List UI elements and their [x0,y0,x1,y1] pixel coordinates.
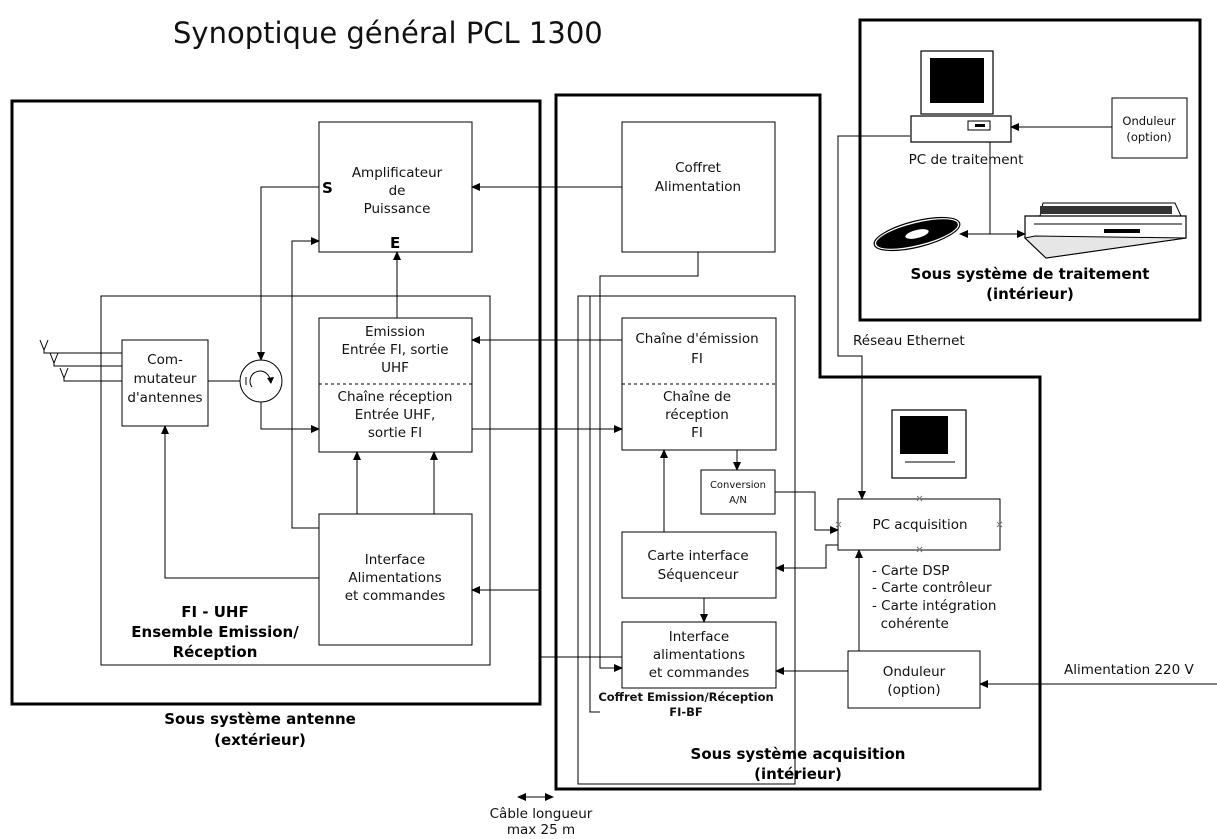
sequencer-card-label-1: Carte interface [647,548,748,564]
acquisition-subsystem-label-2: (intérieur) [754,765,842,783]
antenna-power-interface-label-1: Interface [365,552,425,568]
enclosure-group-frame [577,295,796,785]
fi-uhf-label-3: Réception [173,643,258,661]
amplifier-label-3: Puissance [364,201,431,217]
reception-chain-label-1: Chaîne de [663,389,731,405]
reception-label-3: sortie FI [368,425,422,441]
antenna-power-interface-block [318,513,473,646]
antenna-power-interface-label-3: et commandes [345,588,446,604]
fi-uhf-label-2: Ensemble Emission/ [131,623,299,641]
reception-label-2: Entrée UHF, [355,407,436,423]
tape-reel-icon [873,216,961,252]
antenna-icons [39,339,122,382]
antenna-switch-label-1: Com- [147,352,183,368]
cable-label-1: Câble longueur [490,806,593,822]
acquisition-ups-label-2: (option) [887,682,940,698]
processing-ups-label-2: (option) [1126,130,1171,144]
printer-icon [1023,202,1187,259]
diagram-title: Synoptique général PCL 1300 [173,16,603,50]
card-coherent: cohérente [872,616,949,632]
acquisition-ups-block [847,650,981,709]
card-integration: - Carte intégration [872,598,996,614]
acquisition-subsystem-frame [554,93,1042,791]
power-supply-label-2: Alimentation [655,179,741,195]
acquisition-ups-label-1: Onduleur [883,664,946,680]
amplifier-label-2: de [389,183,406,199]
mains-label: Alimentation 220 V [1064,662,1195,678]
acquisition-monitor-icon [891,409,967,479]
emission-chain-label-1: Chaîne d'émission [635,331,758,347]
power-supply-label-1: Coffret [675,160,721,176]
processing-connections [959,123,1112,238]
sequencer-card-label-2: Séquenceur [658,567,739,583]
amplifier-output-port: S [322,179,333,197]
amplifier-block [318,121,473,253]
processing-ups-block [1111,97,1188,159]
emission-label-1: Emission [365,324,425,340]
processing-subsystem-label-2: (intérieur) [986,285,1074,303]
ad-conversion-block [700,469,776,515]
circulator-icon [208,359,283,403]
antenna-connections [161,186,438,579]
antenna-subsystem-label-1: Sous système antenne [164,710,356,728]
emission-label-2: Entrée FI, sortie [341,342,448,358]
card-controller: - Carte contrôleur [872,580,992,596]
antenna-power-interface-label-2: Alimentations [348,570,441,586]
amplifier-input-port: E [390,234,400,252]
processing-subsystem-frame [858,18,1202,322]
antenna-switch-block [121,339,209,427]
acquisition-power-interface-label-3: et commandes [649,665,750,681]
enclosure-label-1: Coffret Emission/Réception [598,690,773,704]
emission-chain-label-2: FI [691,351,703,367]
reception-label-1: Chaîne réception [338,389,453,405]
reception-chain-label-2: réception [665,407,729,423]
ad-conversion-label-2: A/N [729,495,747,506]
acquisition-power-interface-label-2: alimentations [653,647,745,663]
antenna-switch-label-3: d'antennes [127,390,202,406]
ethernet-label: Réseau Ethernet [853,333,965,349]
ad-conversion-label-1: Conversion [710,480,766,491]
enclosure-label-2: FI-BF [669,705,703,719]
pc-acquisition-block [837,498,1001,551]
emission-label-3: UHF [381,360,409,376]
fi-uhf-group-frame [100,295,491,666]
processing-subsystem-label-1: Sous système de traitement [911,265,1150,283]
emission-reception-block [318,317,473,453]
antenna-subsystem-frame [10,99,542,706]
amplifier-label-1: Amplificateur [352,165,443,181]
card-dsp: - Carte DSP [872,563,949,579]
acquisition-power-interface-block [621,621,777,689]
pc-processing-label: PC de traitement [909,152,1024,168]
acquisition-connections [471,135,1217,713]
reception-chain-label-3: FI [691,425,703,441]
fi-uhf-label-1: FI - UHF [181,603,248,621]
antenna-subsystem-label-2: (extérieur) [214,731,306,749]
antenna-switch-label-2: mutateur [134,371,197,387]
pc-acquisition-label: PC acquisition [872,517,967,533]
acquisition-subsystem-label-1: Sous système acquisition [691,745,906,763]
processing-ups-label-1: Onduleur [1122,114,1175,128]
sequencer-card-block [621,531,777,599]
cable-label-2: max 25 m [507,822,575,838]
pc-processing-icon [910,50,1012,143]
acquisition-power-interface-label-1: Interface [669,629,729,645]
